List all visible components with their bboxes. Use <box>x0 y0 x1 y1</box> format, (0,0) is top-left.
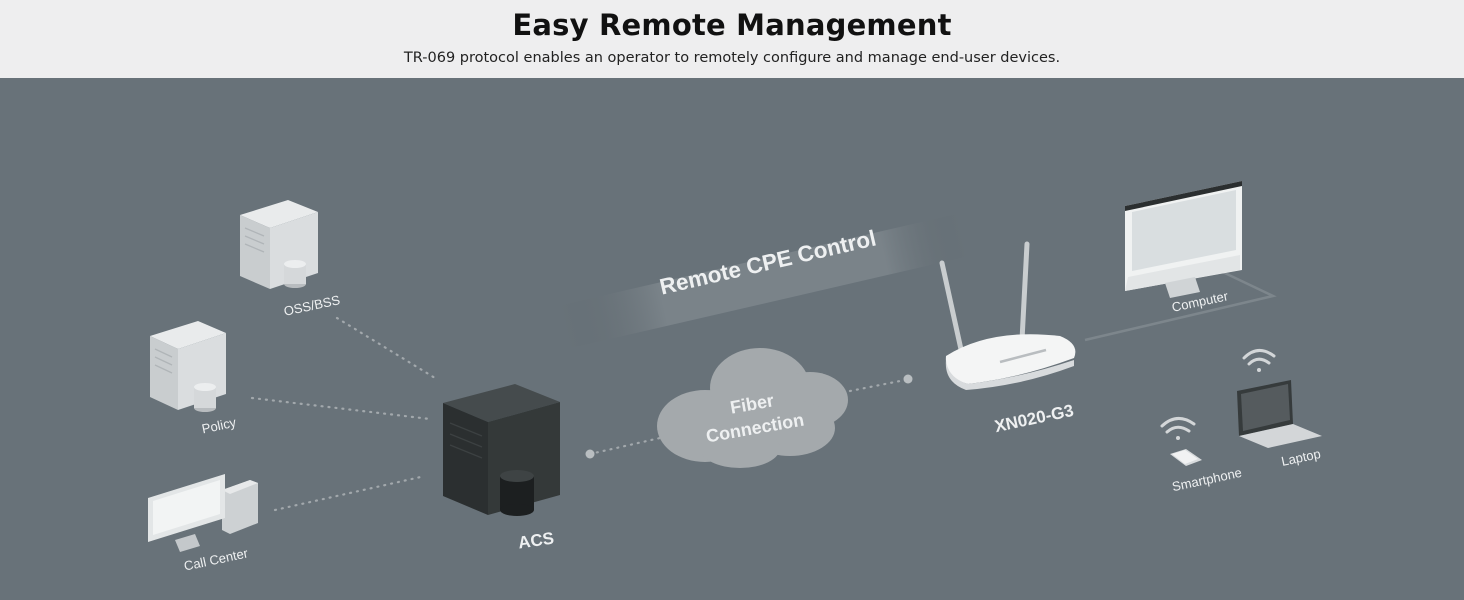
callcenter-label: Call Center <box>183 545 250 573</box>
router-icon <box>939 241 1076 390</box>
policy-label: Policy <box>200 414 238 436</box>
acs-label: ACS <box>517 529 555 553</box>
acs-cloud-link <box>588 436 662 456</box>
laptop-wifi-icon <box>1242 349 1276 372</box>
fiber-cloud-icon <box>657 348 848 468</box>
remote-cpe-banner <box>558 213 969 349</box>
connection-lines <box>250 316 907 512</box>
diagram-canvas: Remote CPE Control OSS/BSS Policy Call C… <box>148 181 1322 574</box>
network-diagram: Remote CPE Control OSS/BSS Policy Call C… <box>0 78 1464 600</box>
acs-link-dot <box>585 449 595 459</box>
smartphone-icon <box>1170 449 1202 466</box>
page-subtitle: TR-069 protocol enables an operator to r… <box>403 50 1061 66</box>
oss-server-icon <box>240 200 318 289</box>
smartphone-label: Smartphone <box>1171 465 1243 494</box>
page-title: Easy Remote Management <box>512 8 952 42</box>
router-computer-link <box>1084 264 1277 342</box>
computer-icon <box>1125 181 1242 298</box>
oss-acs-link <box>335 316 437 380</box>
callcenter-computer-icon <box>148 474 258 552</box>
laptop-label: Laptop <box>1280 446 1322 469</box>
policy-server-icon <box>150 321 226 412</box>
header: Easy Remote Management TR-069 protocol e… <box>0 0 1464 78</box>
cloud-router-link <box>848 378 907 393</box>
laptop-icon <box>1237 380 1322 448</box>
callcenter-acs-link <box>273 474 427 512</box>
policy-acs-link <box>250 396 432 421</box>
smartphone-wifi-icon <box>1160 417 1196 440</box>
router-link-dot <box>903 374 913 384</box>
router-label: XN020-G3 <box>993 401 1076 436</box>
oss-label: OSS/BSS <box>282 292 341 319</box>
acs-server-icon <box>443 384 560 516</box>
